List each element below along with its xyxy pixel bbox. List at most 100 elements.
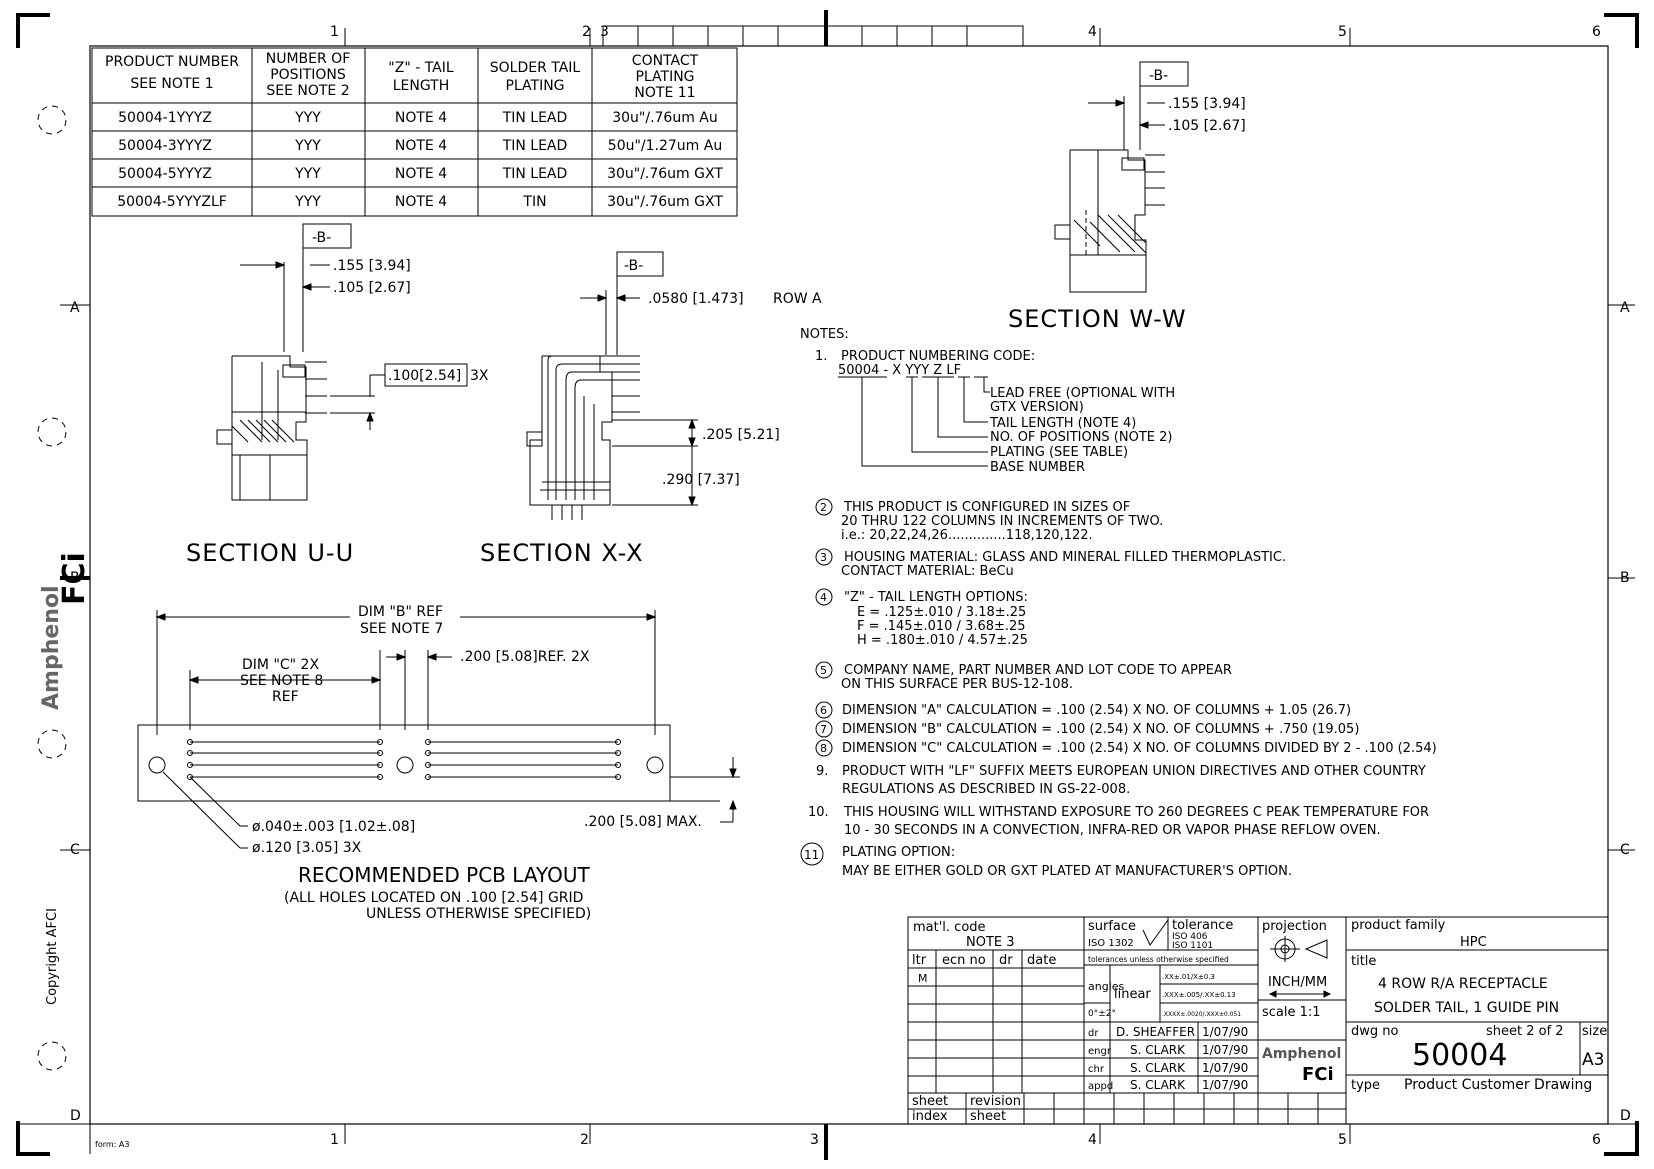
- note-8-num: 8: [820, 742, 827, 755]
- note-4-l4: H = .180±.010 / 4.57±.25: [857, 633, 1028, 648]
- pcb-subtitle-1: (ALL HOLES LOCATED ON .100 [2.54] GRID: [284, 890, 583, 906]
- title-label: title: [1351, 954, 1376, 969]
- code-line-1: LEAD FREE (OPTIONAL WITH: [990, 386, 1175, 401]
- size-value: A3: [1582, 1050, 1604, 1070]
- cell-r3-c3: TIN: [522, 194, 546, 210]
- note-3-l1: HOUSING MATERIAL: GLASS AND MINERAL FILL…: [844, 550, 1286, 565]
- note-1-code: 50004 - X YYY Z LF: [838, 363, 961, 378]
- zone-left-c: C: [70, 842, 80, 858]
- note-4-l2: E = .125±.010 / 3.18±.25: [857, 605, 1026, 620]
- cell-r0-c1: YYY: [294, 110, 321, 126]
- people-date-3: 1/07/90: [1202, 1061, 1248, 1075]
- surface-iso: ISO 1302: [1088, 938, 1134, 949]
- th-positions-3: SEE NOTE 2: [266, 83, 349, 99]
- ww-datum: -B-: [1149, 68, 1168, 84]
- zone-top-2: 2: [582, 24, 591, 40]
- th-tail-2: LENGTH: [393, 78, 450, 94]
- angles-label: angles: [1088, 980, 1125, 993]
- zone-right-c: C: [1620, 842, 1630, 858]
- people-date-4: 1/07/90: [1202, 1078, 1248, 1092]
- th-tail-1: "Z" - TAIL: [388, 60, 454, 76]
- xx-dim2: .205 [5.21]: [702, 427, 780, 443]
- ww-dim2: .105 [2.67]: [1168, 118, 1246, 134]
- product-family-value: HPC: [1460, 935, 1487, 950]
- zone-left-d: D: [70, 1108, 81, 1124]
- cell-r3-c4: 30u"/.76um GXT: [607, 194, 723, 210]
- cell-r1-c2: NOTE 4: [395, 138, 447, 154]
- note-4-l3: F = .145±.010 / 3.68±.25: [857, 619, 1026, 634]
- zone-top-6: 6: [1592, 24, 1601, 40]
- product-table: PRODUCT NUMBER SEE NOTE 1 NUMBER OF POSI…: [91, 47, 738, 217]
- cell-r2-c0: 50004-5YYYZ: [118, 166, 212, 182]
- title-line-1: 4 ROW R/A RECEPTACLE: [1378, 976, 1548, 992]
- surface-label: surface: [1088, 919, 1136, 934]
- people-date-1: 1/07/90: [1202, 1025, 1248, 1039]
- table-rows: 50004-1YYYZ YYY NOTE 4 TIN LEAD 30u"/.76…: [117, 110, 723, 210]
- linear-tol-2: .XXX±.005/.XX±0.13: [1162, 991, 1236, 999]
- zone-bottom-2: 2: [580, 1132, 589, 1148]
- people-role-4: appd: [1088, 1081, 1113, 1092]
- th-product-1: PRODUCT NUMBER: [105, 54, 239, 70]
- people-role-1: dr: [1088, 1028, 1099, 1039]
- projection-label: projection: [1262, 919, 1327, 934]
- cell-r3-c2: NOTE 4: [395, 194, 447, 210]
- cell-r1-c0: 50004-3YYYZ: [118, 138, 212, 154]
- cell-r3-c0: 50004-5YYYZLF: [117, 194, 227, 210]
- dwg-no-label: dwg no: [1351, 1024, 1399, 1039]
- svg-text:FCi: FCi: [57, 552, 92, 605]
- cell-r1-c4: 50u"/1.27um Au: [608, 138, 722, 154]
- title-line-2: SOLDER TAIL, 1 GUIDE PIN: [1374, 1000, 1559, 1016]
- index-label: index: [912, 1109, 948, 1124]
- uu-dim3-suffix: 3X: [470, 368, 489, 384]
- pcb-dim-max: .200 [5.08] MAX.: [584, 814, 702, 830]
- revision-label: revision: [970, 1094, 1021, 1109]
- note-9-num: 9.: [816, 764, 828, 779]
- th-product-2: SEE NOTE 1: [130, 76, 213, 92]
- code-line-5: PLATING (SEE TABLE): [990, 445, 1128, 460]
- pcb-layout-drawing: DIM "B" REF SEE NOTE 7 DIM "C" 2X SEE NO…: [137, 604, 740, 922]
- pcb-title: RECOMMENDED PCB LAYOUT: [298, 863, 590, 887]
- zone-bottom-1: 1: [330, 1132, 339, 1148]
- note-3-num: 3: [820, 551, 827, 564]
- note-10-l1: THIS HOUSING WILL WITHSTAND EXPOSURE TO …: [843, 805, 1429, 820]
- side-brand-logo: Amphenol FCi: [39, 552, 92, 710]
- cell-r2-c2: NOTE 4: [395, 166, 447, 182]
- notes-heading: NOTES:: [800, 327, 849, 342]
- note-5-l1: COMPANY NAME, PART NUMBER AND LOT CODE T…: [844, 663, 1232, 678]
- code-line-3: TAIL LENGTH (NOTE 4): [989, 416, 1136, 431]
- pcb-subtitle-2: UNLESS OTHERWISE SPECIFIED): [366, 906, 591, 922]
- people-role-2: engr: [1088, 1046, 1112, 1057]
- pcb-dim-200: .200 [5.08]REF. 2X: [460, 649, 590, 665]
- linear-tol-1: .XX±.01/X±0.3: [1162, 973, 1215, 981]
- tolerance-iso-2: ISO 1101: [1172, 941, 1213, 951]
- note-2-l2: 20 THRU 122 COLUMNS IN INCREMENTS OF TWO…: [841, 514, 1163, 529]
- zone-top-5: 5: [1338, 24, 1347, 40]
- zone-top-1: 1: [330, 24, 339, 40]
- sheet2-label: sheet: [970, 1109, 1006, 1124]
- title-block: mat'l. code NOTE 3 surface ISO 1302 tole…: [907, 916, 1609, 1125]
- zone-right-d: D: [1620, 1108, 1631, 1124]
- note-6-num: 6: [820, 704, 827, 717]
- pcb-dim-c-ref: REF: [272, 689, 299, 705]
- note-11-l2: MAY BE EITHER GOLD OR GXT PLATED AT MANU…: [842, 864, 1292, 879]
- xx-dim3: .290 [7.37]: [662, 472, 740, 488]
- section-ww-drawing: -B- .155 [3.94] .105 [2.67] SECTION W-W: [1008, 61, 1246, 333]
- th-positions-2: POSITIONS: [270, 67, 346, 83]
- people-name-3: S. CLARK: [1130, 1061, 1186, 1075]
- note-9-l1: PRODUCT WITH "LF" SUFFIX MEETS EUROPEAN …: [842, 764, 1426, 779]
- xx-row-label: ROW A: [773, 291, 822, 307]
- type-label: type: [1351, 1078, 1380, 1093]
- xx-dim1: .0580 [1.473]: [648, 291, 744, 307]
- size-label: size: [1582, 1024, 1607, 1039]
- zone-right-a: A: [1620, 300, 1630, 316]
- cell-r3-c1: YYY: [294, 194, 321, 210]
- cell-r0-c3: TIN LEAD: [502, 110, 568, 126]
- note-2-l3: i.e.: 20,22,24,26..............118,120,1…: [841, 528, 1093, 543]
- code-line-6: BASE NUMBER: [990, 460, 1085, 475]
- projection-symbol: [1268, 936, 1332, 998]
- note-1-text: PRODUCT NUMBERING CODE:: [841, 349, 1035, 364]
- sheet-label: sheet: [912, 1094, 948, 1109]
- note-9-l2: REGULATIONS AS DESCRIBED IN GS-22-008.: [842, 782, 1130, 797]
- zone-left-b: B: [70, 570, 80, 586]
- th-contact-2: PLATING: [635, 69, 694, 85]
